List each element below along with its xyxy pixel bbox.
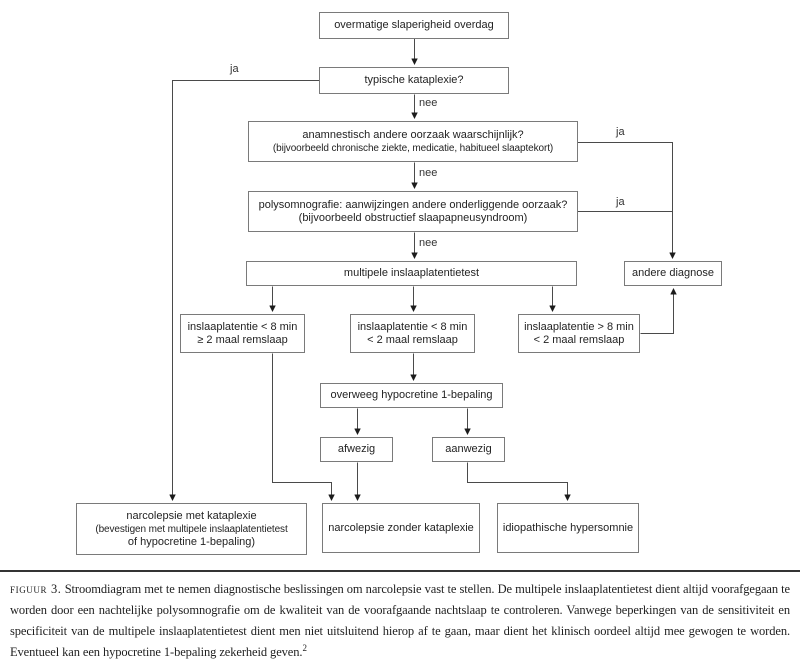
node-excessive-daytime-sleepiness: overmatige slaperigheid overdag: [319, 12, 509, 39]
node-text: aanwezig: [445, 443, 492, 455]
figure-caption: figuur 3. Stroomdiagram met te nemen dia…: [0, 572, 800, 663]
node-text: afwezig: [337, 443, 376, 455]
node-text: narcolepsie met kataplexie: [126, 509, 257, 522]
node-typical-cataplexy: typische kataplexie?: [319, 67, 509, 94]
node-text: (bijvoorbeeld obstructief slaapapneusynd…: [298, 211, 528, 224]
node-text: < 2 maal remslaap: [367, 333, 458, 346]
caption-divider: [0, 570, 800, 572]
node-text: ≥ 2 maal remslaap: [197, 333, 288, 346]
node-text: inslaaplatentie > 8 min: [524, 320, 634, 333]
flowchart: overmatige slaperigheid overdag typische…: [76, 12, 722, 555]
figure-label: figuur 3.: [10, 582, 62, 596]
node-text: polysomnografie: aanwijzingen andere ond…: [258, 198, 568, 211]
node-mslt: multipele inslaaplatentietest: [246, 261, 577, 286]
node-text: (bijvoorbeeld chronische ziekte, medicat…: [272, 142, 554, 154]
node-text: multipele inslaaplatentietest: [343, 267, 480, 279]
edge-label-anamnesis-yes: ja: [616, 126, 625, 138]
edge-label-psg-yes: ja: [616, 196, 625, 208]
node-text: anamnestisch andere oorzaak waarschijnli…: [302, 128, 524, 141]
node-text: overweeg hypocretine 1-bepaling: [330, 389, 493, 401]
edge-label-cataplexy-yes: ja: [230, 63, 239, 75]
node-anamnesis-other-cause: anamnestisch andere oorzaak waarschijnli…: [248, 121, 578, 162]
edge-label-cataplexy-no: nee: [419, 97, 438, 109]
node-text: (bevestigen met multipele inslaaplatenti…: [95, 523, 288, 535]
edge-label-anamnesis-no: nee: [419, 167, 438, 179]
node-text: overmatige slaperigheid overdag: [334, 19, 494, 31]
node-narcolepsy-without-cataplexy: narcolepsie zonder kataplexie: [322, 503, 480, 553]
node-latency-lt8-lt2rem: inslaaplatentie < 8 min < 2 maal remslaa…: [350, 314, 475, 353]
node-text: narcolepsie zonder kataplexie: [328, 521, 474, 534]
node-text: < 2 maal remslaap: [533, 333, 625, 346]
node-other-diagnosis: andere diagnose: [624, 261, 722, 286]
node-text: of hypocretine 1-bepaling): [127, 535, 256, 548]
node-present: aanwezig: [432, 437, 505, 462]
figure-caption-text: Stroomdiagram met te nemen diagnostische…: [10, 582, 790, 659]
node-text: idiopathische hypersomnie: [502, 521, 634, 534]
node-idiopathic-hypersomnia: idiopathische hypersomnie: [497, 503, 639, 553]
node-text: inslaaplatentie < 8 min: [357, 320, 468, 333]
node-polysomnography: polysomnografie: aanwijzingen andere ond…: [248, 191, 578, 232]
node-absent: afwezig: [320, 437, 393, 462]
node-text: andere diagnose: [632, 267, 714, 279]
node-text: typische kataplexie?: [364, 74, 464, 86]
flow-connectors: [169, 39, 677, 501]
edge-label-psg-no: nee: [419, 237, 438, 249]
node-latency-lt8-ge2rem: inslaaplatentie < 8 min ≥ 2 maal remslaa…: [180, 314, 305, 353]
reference-mark: 2: [302, 642, 307, 653]
node-consider-hypocretin: overweeg hypocretine 1-bepaling: [320, 383, 503, 408]
node-text: inslaaplatentie < 8 min: [187, 320, 298, 333]
node-narcolepsy-with-cataplexy: narcolepsie met kataplexie (bevestigen m…: [76, 503, 307, 555]
node-latency-gt8-lt2rem: inslaaplatentie > 8 min < 2 maal remslaa…: [518, 314, 640, 353]
